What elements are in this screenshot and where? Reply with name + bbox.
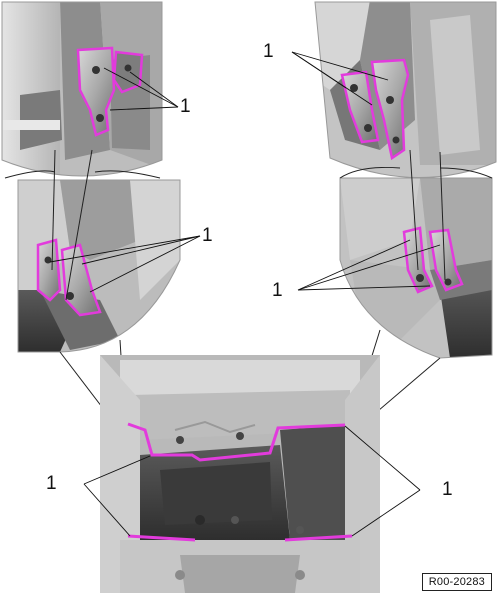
detail-frame xyxy=(1,1,163,177)
detail-frame xyxy=(314,1,497,178)
detail-mid-right xyxy=(340,178,492,358)
main-view-floor xyxy=(100,355,380,593)
reference-code-box: R00-20283 xyxy=(421,573,492,591)
detail-top-left xyxy=(2,2,162,176)
leader-lines xyxy=(49,51,441,537)
detail-top-right xyxy=(315,2,496,178)
detail-mid-left xyxy=(18,180,180,352)
detail-frame xyxy=(17,179,181,353)
magnifier-lines xyxy=(4,149,493,429)
